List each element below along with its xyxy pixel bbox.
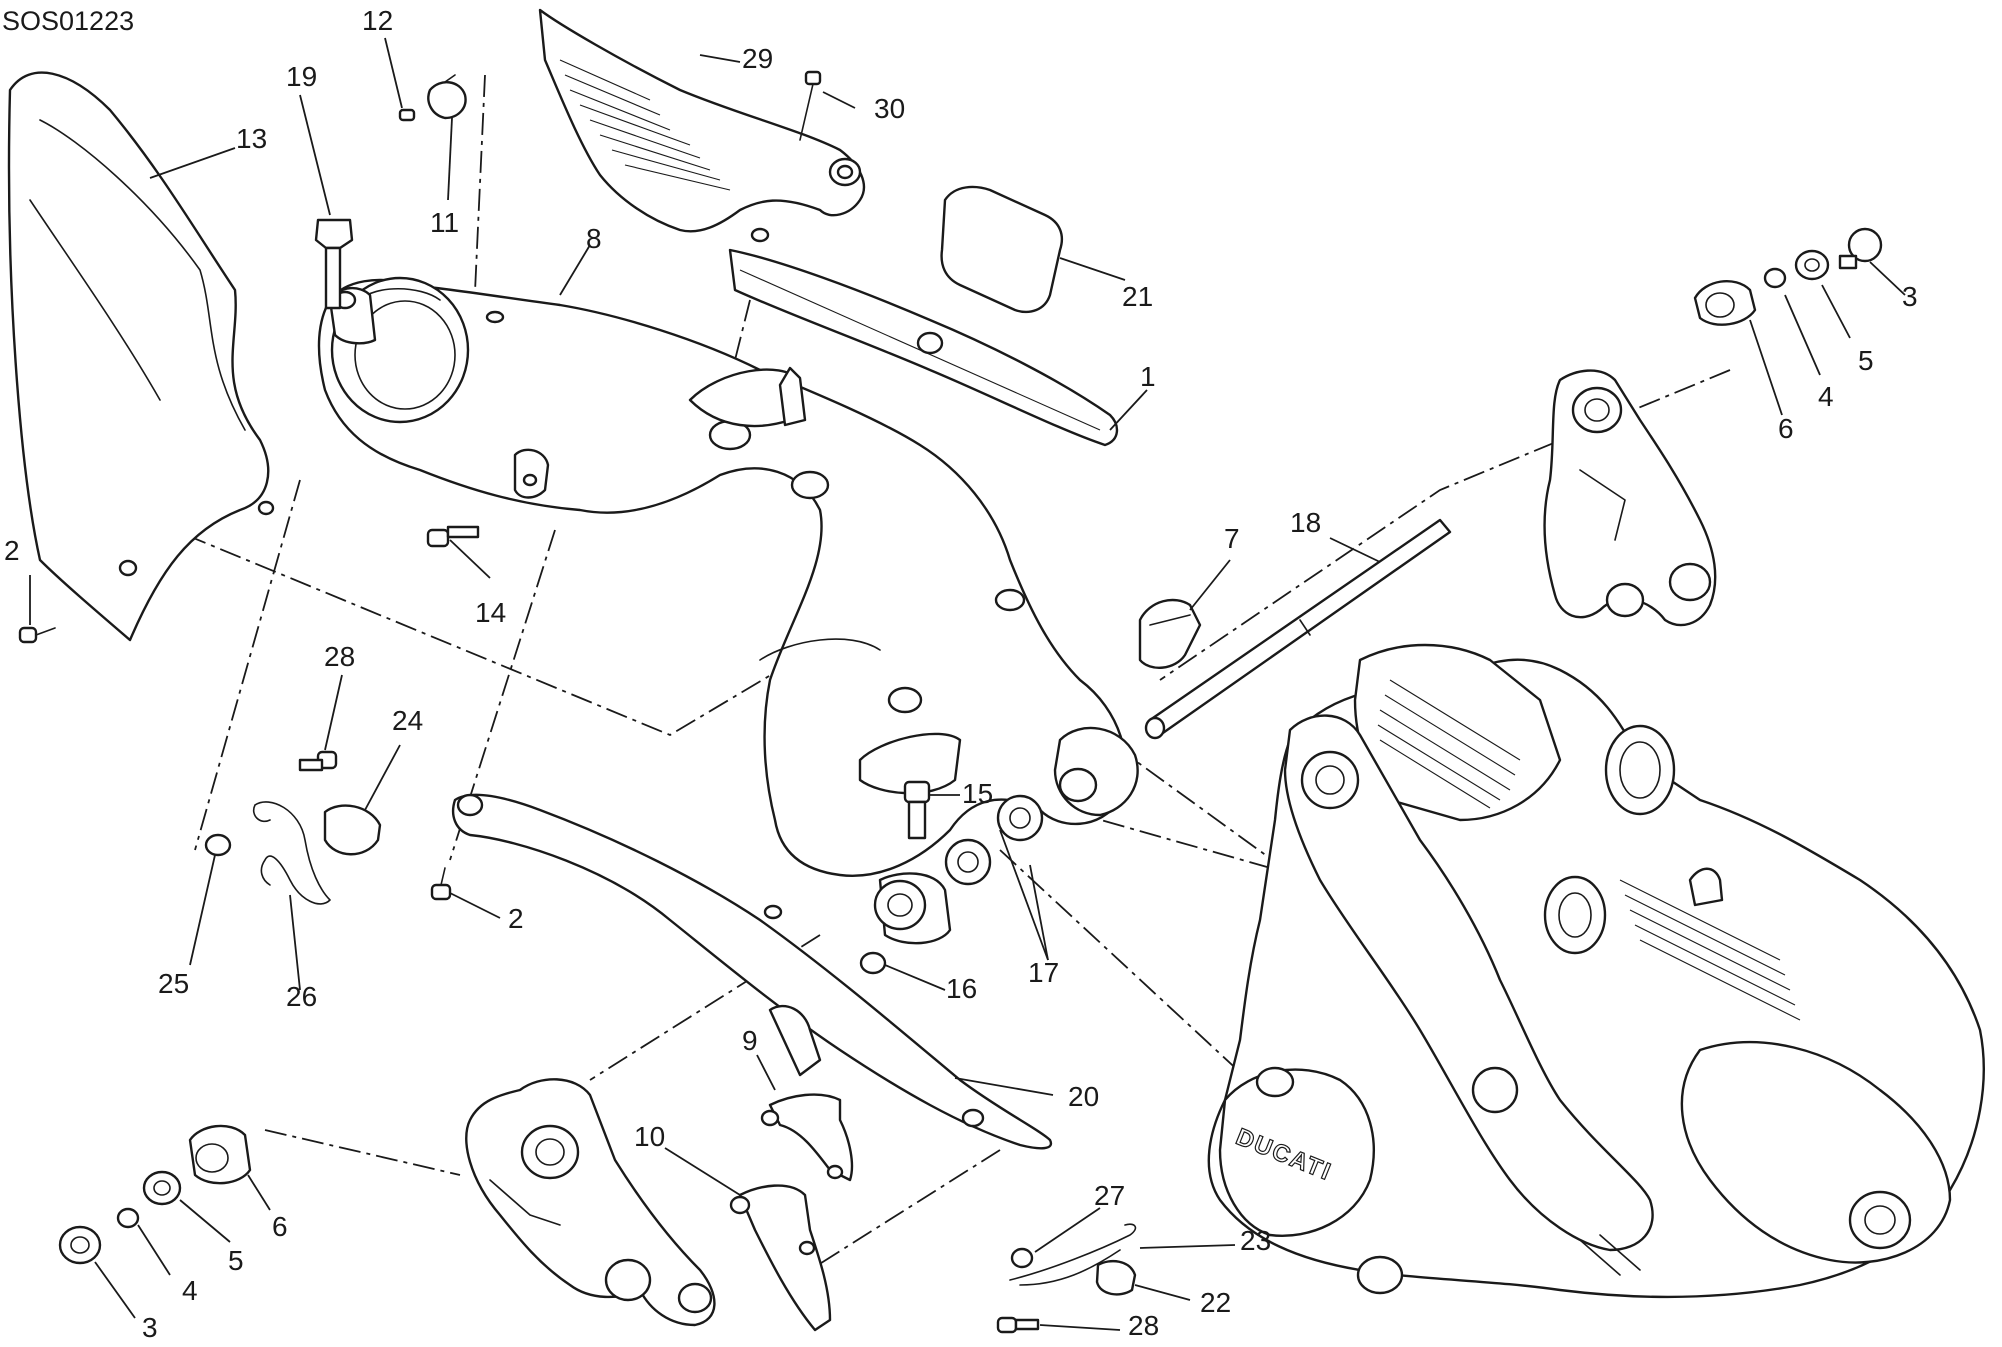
callout-3-right: 3 [1902,281,1918,312]
callout-29: 29 [742,43,773,74]
callout-2-top: 2 [4,535,20,566]
callout-19: 19 [286,61,317,92]
callout-5-right: 5 [1858,345,1874,376]
callout-15: 15 [962,778,993,809]
lower-chain-guard [451,793,1053,1150]
callout-11: 11 [430,207,459,238]
nut-16 [859,951,887,975]
screw-2-top [18,626,56,644]
callout-1: 1 [1140,361,1156,392]
right-bolt-3 [1838,227,1883,270]
callout-4-left: 4 [182,1275,198,1306]
drawing-code: SOS01223 [2,6,134,36]
callout-21: 21 [1122,281,1153,312]
bolt-15 [903,780,931,840]
callout-16: 16 [946,973,977,1004]
left-bushing-6 [188,1124,252,1185]
grommet-24 [323,804,382,856]
callout-2-lower: 2 [508,903,524,934]
swingarm [317,276,1139,877]
screw-28-lower [996,1316,1040,1334]
callout-25: 25 [158,968,189,999]
callout-8: 8 [586,223,602,254]
callout-24: 24 [392,705,423,736]
callout-13: 13 [236,123,267,154]
callout-27: 27 [1094,1180,1125,1211]
callout-10: 10 [634,1121,665,1152]
washer-25 [204,833,232,857]
callout-7: 7 [1224,523,1240,554]
callout-28-lower: 28 [1128,1310,1159,1341]
bolt-30 [799,70,822,141]
engine-block: DUCATI [1207,643,1985,1299]
callout-18: 18 [1290,507,1321,538]
callout-20: 20 [1068,1081,1099,1112]
screw-28-upper [298,750,338,772]
bolt-19 [314,218,354,310]
chain-guard [538,8,866,243]
screw-12 [398,108,416,122]
right-washer-4 [1763,267,1787,289]
callout-23: 23 [1240,1225,1271,1256]
callout-4-right: 4 [1818,381,1834,412]
callout-14: 14 [475,597,506,628]
heel-guard-9 [760,1093,854,1182]
screw-2-lower [430,867,452,901]
left-footpeg-bracket [465,1078,716,1327]
callout-labels: 29 30 21 1 3 5 4 6 7 18 8 13 19 12 11 14… [4,5,1918,1343]
screw-14 [426,525,480,548]
callout-22: 22 [1200,1287,1231,1318]
clip-27 [1010,1247,1034,1269]
callout-3-left: 3 [142,1312,158,1343]
left-washer-5 [142,1170,182,1206]
callout-28-upper: 28 [324,641,355,672]
callout-26: 26 [286,981,317,1012]
right-washer-5 [1794,249,1830,281]
washers-17 [944,794,1044,886]
left-bolt-3 [58,1225,102,1265]
wire-clip-26 [252,801,331,905]
wire-clip-23 [1009,1223,1137,1286]
rear-axle [1144,518,1452,740]
callout-5-left: 5 [228,1245,244,1276]
callout-30: 30 [874,93,905,124]
right-bushing-6 [1693,280,1757,326]
callout-6-left: 6 [272,1211,288,1242]
bushing-block [873,872,952,945]
right-footpeg-bracket [1543,369,1717,627]
clip-11 [427,74,467,120]
rear-mudguard [7,71,275,642]
callout-12: 12 [362,5,393,36]
rubber-pad-7 [1138,598,1202,669]
callout-9: 9 [742,1025,758,1056]
leader-lines [29,37,1906,1331]
callout-6-right: 6 [1778,413,1794,444]
chain-slider [728,248,1119,447]
grommet-22 [1095,1259,1137,1296]
heel-guard-10 [729,1184,832,1332]
adhesive-pad [940,185,1064,314]
left-washer-4 [116,1207,140,1229]
callout-17: 17 [1028,957,1059,988]
